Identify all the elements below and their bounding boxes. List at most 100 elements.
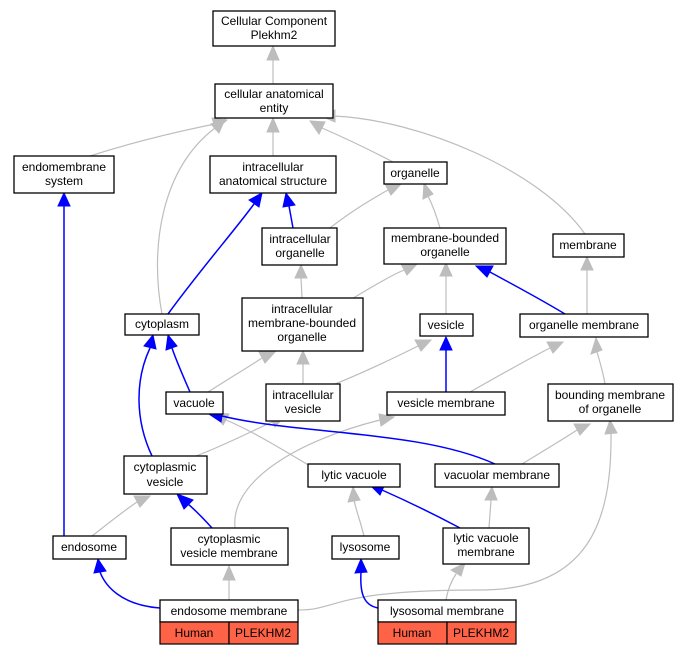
- svg-text:endosome membrane: endosome membrane: [171, 604, 288, 618]
- edge-endosome-membrane-to-endosome: [93, 557, 161, 609]
- svg-text:endosome: endosome: [61, 540, 117, 554]
- svg-text:intracellular: intracellular: [242, 160, 303, 174]
- node-vesicle[interactable]: vesicle: [419, 313, 474, 337]
- edge-endosome-membrane-to-cvm: [222, 564, 236, 600]
- node-cytoplasmic-vesicle-membrane[interactable]: cytoplasmic vesicle membrane: [170, 527, 289, 566]
- svg-text:Plekhm2: Plekhm2: [251, 28, 298, 42]
- svg-text:cytoplasmic: cytoplasmic: [198, 532, 261, 546]
- node-membrane[interactable]: membrane: [552, 233, 625, 258]
- node-vacuole[interactable]: vacuole: [165, 391, 224, 415]
- endosome-membrane-gene-cell[interactable]: PLEKHM2: [228, 621, 299, 645]
- svg-text:intracellular: intracellular: [272, 388, 333, 402]
- node-vesicle-membrane[interactable]: vesicle membrane: [386, 391, 506, 416]
- node-intracellular-membrane-bounded-organelle[interactable]: intracellular membrane-bounded organelle: [241, 297, 364, 352]
- edge-intracellular-vesicle-to-intracellular-mbo: [296, 349, 310, 384]
- svg-text:lysosome: lysosome: [340, 540, 391, 554]
- node-intracellular-organelle[interactable]: intracellular organelle: [261, 227, 338, 266]
- edge-lvm-to-vacuolar-membrane: [484, 485, 498, 529]
- node-lytic-vacuole-membrane[interactable]: lytic vacuole membrane: [442, 527, 530, 565]
- edge-cytoplasmic-vesicle-to-cytoplasm: [138, 333, 157, 457]
- lysosomal-membrane-gene-cell[interactable]: PLEKHM2: [446, 621, 517, 645]
- edge-vacuole-to-cytoplasm: [165, 333, 191, 393]
- svg-text:endomembrane: endomembrane: [22, 160, 106, 174]
- node-membrane-bounded-organelle[interactable]: membrane-bounded organelle: [383, 227, 507, 265]
- edge-intracellular-mbo-to-mbo: [349, 263, 419, 301]
- edge-endomembrane-system-to-entity: [89, 117, 229, 157]
- svg-text:organelle: organelle: [277, 330, 327, 344]
- svg-text:membrane: membrane: [457, 545, 515, 559]
- node-cytoplasm[interactable]: cytoplasm: [124, 313, 200, 336]
- endosome-membrane-species-cell[interactable]: Human: [159, 621, 230, 645]
- svg-text:Human: Human: [393, 626, 432, 640]
- svg-text:intracellular: intracellular: [271, 302, 332, 316]
- svg-text:of organelle: of organelle: [579, 402, 642, 416]
- edge-endosome-membrane-to-bounding-membrane: [297, 418, 618, 611]
- svg-text:vesicle: vesicle: [428, 318, 465, 332]
- svg-text:entity: entity: [260, 101, 289, 115]
- edge-lysosomal-membrane-to-lvm: [445, 562, 466, 601]
- edge-vacuole-to-intracellular-mbo: [207, 351, 277, 393]
- svg-text:cytoplasm: cytoplasm: [135, 317, 189, 331]
- edge-membrane-to-entity: [319, 109, 586, 235]
- svg-text:membrane-bounded: membrane-bounded: [248, 316, 356, 330]
- edge-cytoplasm-to-intracellular-structure: [167, 192, 263, 315]
- edge-lysosomal-membrane-to-lysosome: [354, 557, 379, 609]
- edge-cvm-to-cytoplasmic-vesicle: [176, 493, 213, 529]
- svg-text:intracellular: intracellular: [269, 232, 330, 246]
- edge-endosome-to-endomembrane-system: [57, 191, 71, 536]
- node-cellular-anatomical-entity[interactable]: cellular anatomical entity: [214, 83, 334, 119]
- svg-text:vacuole: vacuole: [173, 396, 215, 410]
- svg-text:cellular anatomical: cellular anatomical: [224, 87, 323, 101]
- edge-organelle-to-entity: [308, 120, 394, 163]
- edge-intracellular-mbo-to-intracellular-organelle: [294, 263, 308, 299]
- node-bounding-membrane-of-organelle[interactable]: bounding membrane of organelle: [547, 383, 674, 422]
- svg-text:organelle: organelle: [275, 246, 325, 260]
- svg-text:system: system: [45, 174, 83, 188]
- edge-vacuolar-membrane-to-vacuole: [207, 409, 496, 465]
- node-cytoplasmic-vesicle[interactable]: cytoplasmic vesicle: [123, 455, 208, 495]
- svg-text:lysosomal membrane: lysosomal membrane: [390, 604, 504, 618]
- node-vacuolar-membrane[interactable]: vacuolar membrane: [434, 463, 560, 488]
- node-intracellular-anatomical-structure[interactable]: intracellular anatomical structure: [209, 155, 337, 194]
- node-lytic-vacuole[interactable]: lytic vacuole: [307, 463, 401, 488]
- svg-text:PLEKHM2: PLEKHM2: [453, 626, 509, 640]
- node-organelle-membrane[interactable]: organelle membrane: [519, 313, 649, 338]
- node-root[interactable]: Cellular Component Plekhm2: [212, 10, 336, 47]
- edge-vesicle-membrane-to-vesicle: [439, 335, 453, 392]
- edge-cellular-anatomical-entity-to-root: [266, 44, 280, 84]
- node-lysosome[interactable]: lysosome: [331, 535, 400, 560]
- node-endosome-membrane[interactable]: endosome membrane: [159, 599, 299, 623]
- edge-endosome-to-cytoplasmic-vesicle: [91, 495, 152, 537]
- svg-text:organelle membrane: organelle membrane: [529, 318, 639, 332]
- svg-text:Human: Human: [175, 626, 214, 640]
- edge-vesicle-membrane-to-organelle-membrane: [469, 341, 565, 393]
- edge-membrane-bounded-organelle-to-organelle: [422, 181, 441, 229]
- edge-organelle-membrane-to-membrane: [580, 255, 594, 314]
- svg-text:organelle: organelle: [390, 166, 440, 180]
- svg-text:lytic vacuole: lytic vacuole: [321, 468, 387, 482]
- node-endosome[interactable]: endosome: [52, 535, 127, 560]
- svg-text:Cellular Component: Cellular Component: [221, 14, 328, 28]
- edge-organelle-membrane-to-mbo: [474, 265, 566, 315]
- edge-vesicle-to-mbo: [439, 261, 453, 314]
- edge-cytoplasmic-vesicle-to-intracellular-vesicle: [195, 415, 287, 457]
- lysosomal-membrane-species-cell[interactable]: Human: [377, 621, 448, 645]
- edge-bounding-membrane-to-organelle-membrane: [590, 336, 606, 385]
- svg-text:vesicle: vesicle: [147, 475, 184, 489]
- node-organelle[interactable]: organelle: [383, 161, 448, 185]
- svg-text:membrane: membrane: [559, 238, 617, 252]
- edge-intracellular-organelle-to-organelle: [329, 183, 403, 229]
- svg-text:vacuolar membrane: vacuolar membrane: [444, 468, 550, 482]
- node-endomembrane-system[interactable]: endomembrane system: [13, 155, 115, 194]
- node-intracellular-vesicle[interactable]: intracellular vesicle: [265, 383, 341, 422]
- svg-text:anatomical structure: anatomical structure: [219, 174, 327, 188]
- node-lysosomal-membrane[interactable]: lysosomal membrane: [377, 599, 517, 623]
- svg-text:vesicle membrane: vesicle membrane: [180, 546, 278, 560]
- svg-text:organelle: organelle: [420, 245, 470, 259]
- svg-text:vesicle: vesicle: [285, 402, 322, 416]
- svg-text:PLEKHM2: PLEKHM2: [235, 626, 291, 640]
- edge-intracellular-structure-to-entity: [266, 116, 280, 156]
- edge-vacuolar-membrane-to-bounding-membrane: [521, 423, 592, 465]
- edge-lvm-to-lytic-vacuole: [367, 483, 461, 529]
- svg-text:lytic vacuole: lytic vacuole: [453, 531, 519, 545]
